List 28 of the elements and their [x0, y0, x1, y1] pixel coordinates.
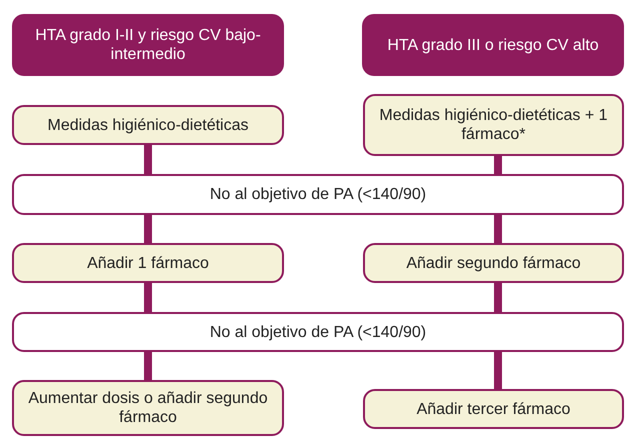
box-label: HTA grado III o riesgo CV alto — [387, 36, 599, 54]
box-label: Medidas higiénico-dietéticas — [48, 116, 248, 134]
connector-line — [494, 283, 502, 312]
box-label: Añadir tercer fármaco — [416, 400, 570, 418]
connector-line — [144, 352, 152, 380]
box-label: Añadir 1 fármaco — [87, 254, 209, 272]
connector-line — [144, 283, 152, 312]
box-label: HTA grado I-II y riesgo CV bajo-intermedio — [34, 26, 262, 64]
condition-box — [12, 312, 624, 352]
connector-line — [144, 215, 152, 243]
process-box — [12, 105, 284, 145]
process-box — [12, 243, 284, 283]
box-label: Añadir segundo fármaco — [406, 254, 581, 272]
process-box — [363, 243, 624, 283]
condition-box — [12, 174, 624, 215]
connector-line — [494, 156, 502, 174]
box-label: Medidas higiénico-dietéticas + 1 fármaco* — [378, 106, 609, 144]
connector-line — [494, 215, 502, 243]
box-label: No al objetivo de PA (<140/90) — [210, 322, 426, 342]
header-box — [362, 14, 624, 76]
process-box — [12, 380, 284, 436]
box-label: No al objetivo de PA (<140/90) — [210, 185, 426, 204]
process-box — [363, 389, 624, 429]
connector-line — [494, 352, 502, 389]
header-box — [12, 14, 284, 76]
process-box — [363, 94, 624, 156]
box-label: Aumentar dosis o añadir segundo fármaco — [27, 389, 269, 427]
connector-line — [144, 145, 152, 174]
